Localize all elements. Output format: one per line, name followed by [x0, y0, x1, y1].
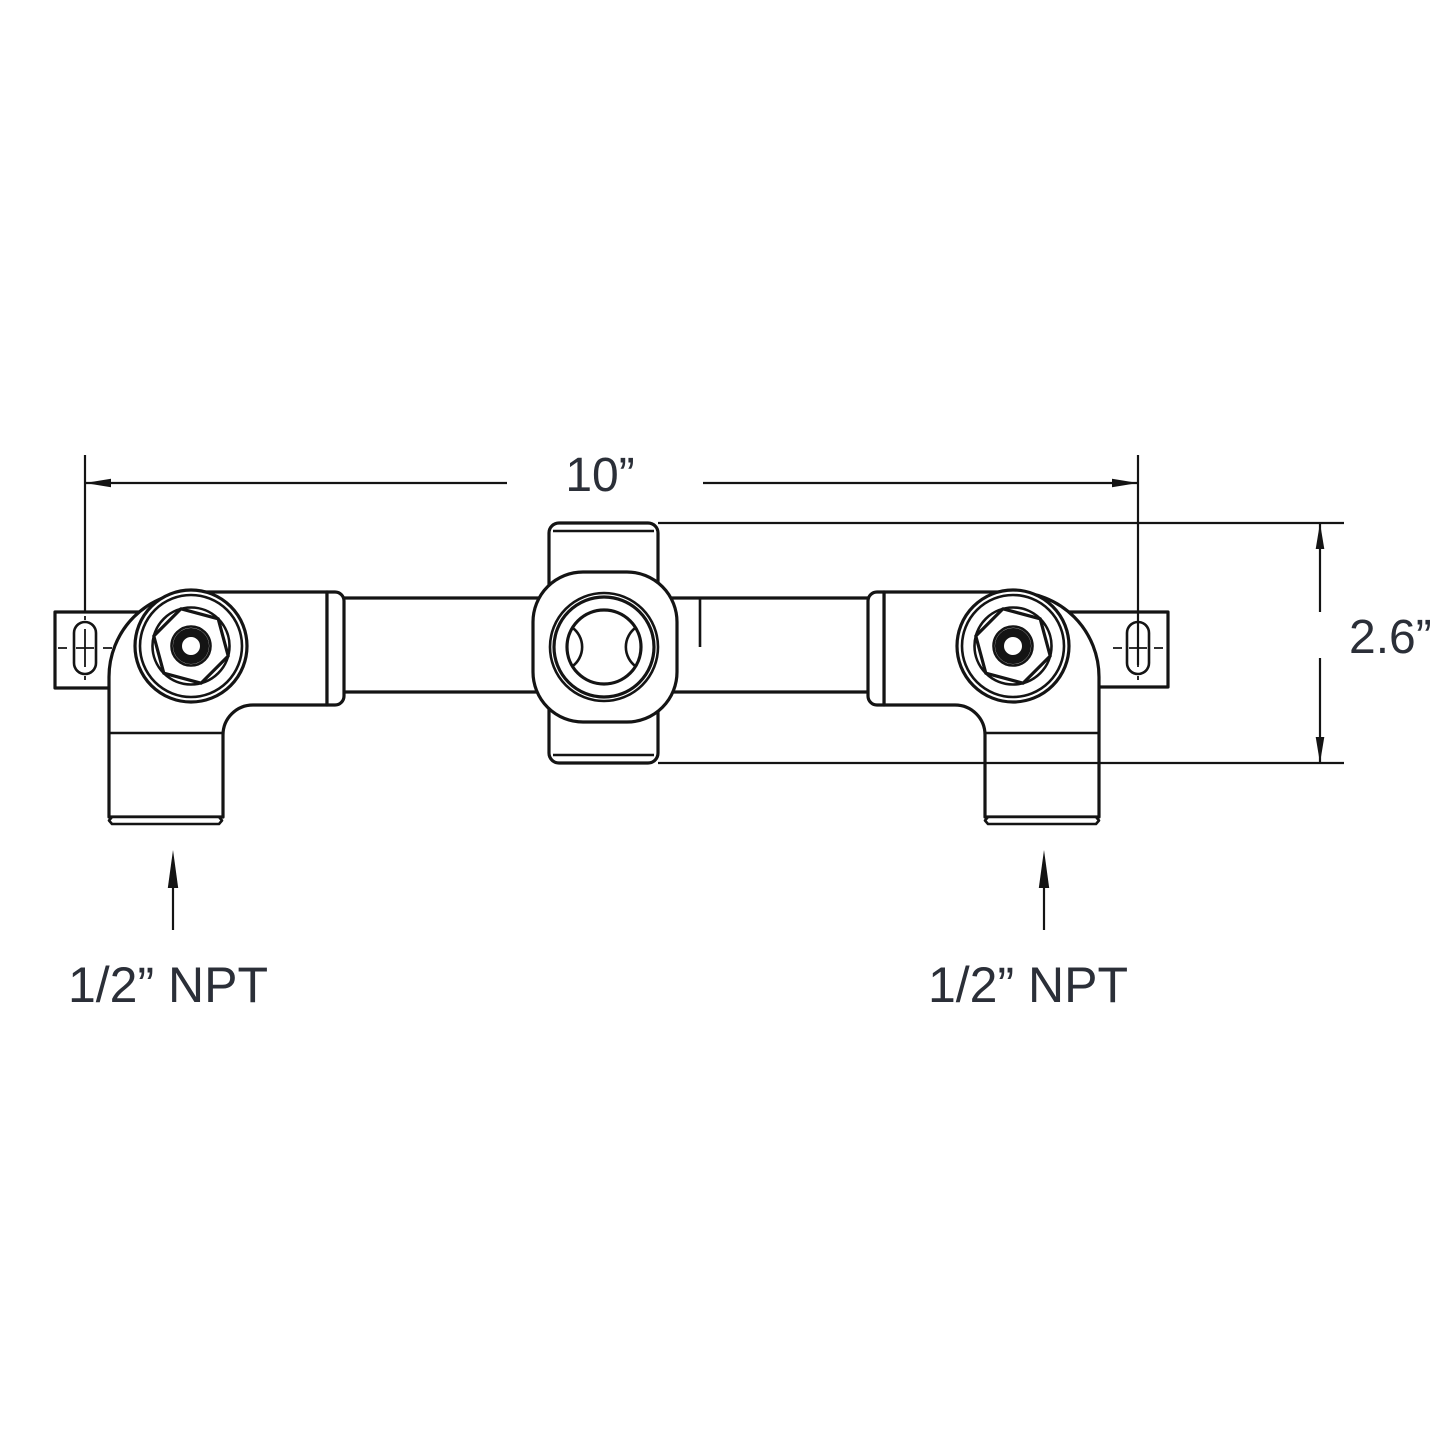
- extension-lines: [83, 455, 1140, 665]
- right-inlet-pointer: 1/2” NPT: [928, 850, 1128, 1013]
- valve-ring: [138, 593, 244, 699]
- hex-nut-icon: [974, 607, 1052, 685]
- hex-nut-icon: [152, 607, 230, 685]
- outlet-ring: [552, 595, 656, 699]
- outlet-socket-notches: [571, 626, 637, 668]
- right-inlet-label: 1/2” NPT: [928, 957, 1128, 1013]
- collar-cap: [325, 590, 346, 707]
- arrow-right-icon: [1112, 478, 1138, 488]
- arrow-left-icon: [85, 478, 111, 488]
- left-inlet-pointer: 1/2” NPT: [68, 850, 268, 1013]
- supply-bar-left: [344, 596, 560, 694]
- left-inlet-label: 1/2” NPT: [68, 957, 268, 1013]
- up-arrow-icon: [167, 850, 179, 888]
- width-dimension: 10”: [83, 449, 1140, 665]
- center-outlet-boss: [531, 570, 679, 724]
- valve-ring: [960, 593, 1066, 699]
- left-valve: [133, 588, 249, 704]
- valve-boss-circle: [151, 606, 231, 686]
- width-dimension-label: 10”: [565, 449, 634, 502]
- tee-end-seams: [553, 529, 654, 757]
- height-dimension: 2.6”: [658, 521, 1432, 765]
- outlet-bore: [565, 608, 643, 686]
- stem-bore: [173, 628, 209, 664]
- arrow-down-icon: [1315, 737, 1325, 763]
- outlet-outer-ring: [548, 591, 660, 703]
- slot-centerline-marks: [58, 616, 112, 680]
- stem-ring: [992, 625, 1034, 667]
- extension-lines: [658, 521, 1344, 765]
- collar-cap: [866, 590, 886, 707]
- right-valve: [955, 588, 1071, 704]
- arrow-up-icon: [1315, 523, 1325, 549]
- pipe-end-cap: [107, 815, 224, 826]
- stem-ring: [170, 625, 212, 667]
- up-arrow-icon: [1038, 850, 1050, 888]
- pipe-end-cap: [983, 815, 1101, 826]
- stem-bore: [995, 628, 1031, 664]
- supply-bar-right: [650, 596, 868, 694]
- height-dimension-label: 2.6”: [1349, 611, 1432, 664]
- valve-boss-circle: [973, 606, 1053, 686]
